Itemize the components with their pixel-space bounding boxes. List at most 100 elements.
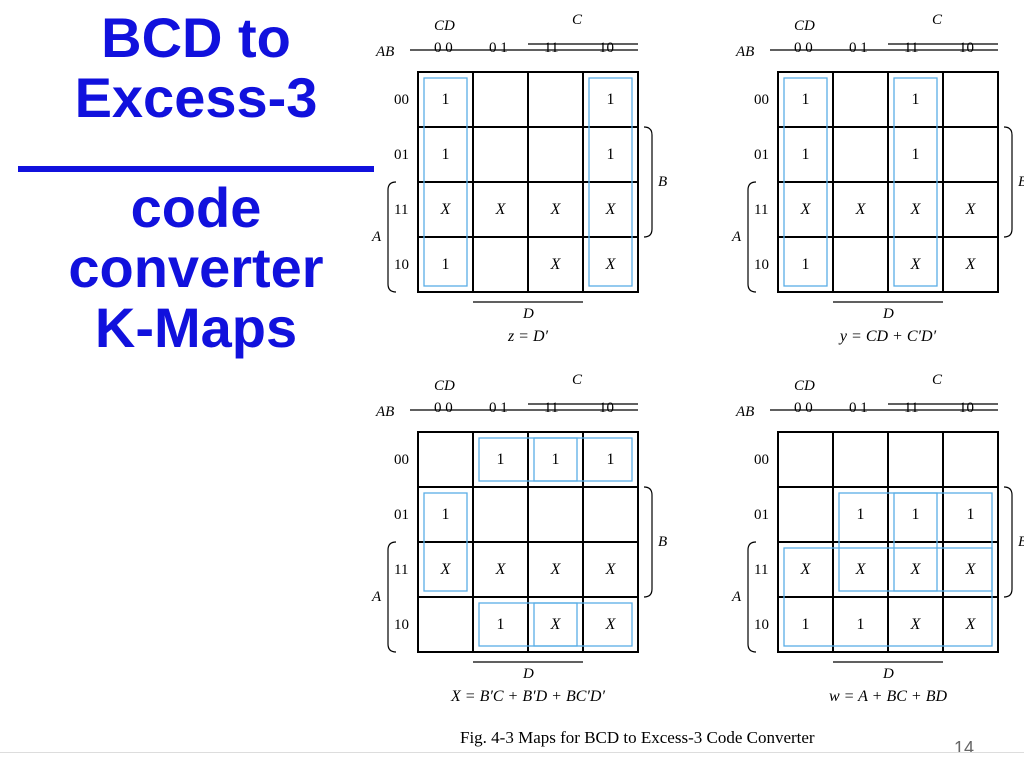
- b-bracket: [643, 486, 653, 598]
- d-label: D: [523, 666, 534, 682]
- row-code-label: 00: [754, 92, 769, 108]
- kmap-equation: z = D′: [507, 328, 549, 345]
- title-line: BCD to: [101, 6, 291, 69]
- title-line: Excess-3: [74, 66, 318, 129]
- kmap-cell: 1: [551, 450, 560, 468]
- row-code-label: 01: [394, 147, 409, 163]
- row-code-label: 11: [754, 562, 769, 578]
- ab-label: AB: [376, 404, 395, 420]
- column-code-label: 10: [959, 400, 974, 416]
- figure-caption: Fig. 4-3 Maps for BCD to Excess-3 Code C…: [460, 728, 815, 747]
- column-code-label: 0 1: [489, 40, 508, 56]
- b-label: B: [1018, 534, 1024, 550]
- b-bracket: [1003, 486, 1013, 598]
- kmap-cell: [583, 487, 638, 542]
- kmap-cell: X: [605, 615, 616, 633]
- kmap-cell: X: [910, 560, 921, 578]
- kmap-cell: X: [855, 560, 866, 578]
- kmap-cell: X: [550, 200, 561, 218]
- kmap-cell: X: [965, 615, 976, 633]
- row-code-label: 10: [754, 617, 769, 633]
- column-code-label: 0 1: [849, 40, 868, 56]
- title-underline: [18, 166, 374, 172]
- b-bracket: [643, 126, 653, 238]
- column-code-label: 11: [904, 400, 919, 416]
- kmap-cell: X: [910, 200, 921, 218]
- slide-title-continued: code converter K-Maps: [16, 178, 376, 358]
- kmap-cell: [473, 127, 528, 182]
- d-label: D: [523, 306, 534, 322]
- kmap-cell: X: [800, 200, 811, 218]
- kmap-cell: [473, 487, 528, 542]
- title-line: K-Maps: [94, 296, 298, 359]
- slide-title: BCD to Excess-3: [16, 8, 376, 128]
- kmap-cell: 1: [856, 505, 865, 523]
- row-code-label: 01: [754, 507, 769, 523]
- kmap-grid-z: [387, 43, 653, 303]
- column-code-label: 11: [544, 400, 559, 416]
- kmap-cell: [528, 487, 583, 542]
- a-bracket: [387, 541, 397, 653]
- kmap-cell: [833, 127, 888, 182]
- a-label: A: [732, 589, 742, 605]
- row-code-label: 00: [394, 452, 409, 468]
- kmap-cell: 1: [801, 255, 810, 273]
- prime-implicant-group: [478, 602, 578, 647]
- row-code-label: 10: [394, 617, 409, 633]
- kmap-cell: X: [910, 615, 921, 633]
- kmap-cell: 1: [606, 450, 615, 468]
- kmap-cell: X: [550, 560, 561, 578]
- kmap-cell: [888, 432, 943, 487]
- column-code-label: 0 0: [434, 40, 453, 56]
- kmap-cell: X: [550, 615, 561, 633]
- kmap-grid-y: [747, 43, 1013, 303]
- b-bracket: [1003, 126, 1013, 238]
- cd-label: CD: [434, 18, 455, 34]
- kmap-cell: [528, 127, 583, 182]
- kmap-cell: 1: [856, 615, 865, 633]
- kmap-cell: [778, 487, 833, 542]
- column-code-label: 0 0: [434, 400, 453, 416]
- prime-implicant-group: [533, 602, 633, 647]
- cd-label: CD: [794, 18, 815, 34]
- kmap-cell: X: [440, 560, 451, 578]
- a-bracket: [747, 541, 757, 653]
- kmap-cell: [943, 72, 998, 127]
- a-label: A: [372, 589, 382, 605]
- column-code-label: 10: [959, 40, 974, 56]
- row-code-label: 01: [394, 507, 409, 523]
- column-code-label: 0 1: [489, 400, 508, 416]
- row-code-label: 11: [394, 562, 409, 578]
- kmap-cell: X: [605, 255, 616, 273]
- column-code-label: 11: [904, 40, 919, 56]
- column-code-label: 0 0: [794, 40, 813, 56]
- ab-label: AB: [736, 44, 755, 60]
- ab-label: AB: [376, 44, 395, 60]
- kmap-cell: 1: [441, 505, 450, 523]
- kmap-cell: X: [495, 200, 506, 218]
- kmap-cell: X: [550, 255, 561, 273]
- prime-implicant-group: [838, 492, 938, 592]
- kmap-cell: X: [965, 560, 976, 578]
- footer-divider: [0, 752, 1024, 753]
- kmap-cell: 1: [911, 90, 920, 108]
- row-code-label: 11: [754, 202, 769, 218]
- b-label: B: [658, 534, 668, 550]
- a-bracket: [387, 181, 397, 293]
- kmap-equation: y = CD + C′D′: [839, 328, 937, 345]
- kmap-grid-w: [747, 403, 1013, 663]
- kmap-cell: X: [965, 255, 976, 273]
- c-label: C: [572, 12, 583, 28]
- column-code-label: 0 1: [849, 400, 868, 416]
- page-number: 14: [954, 738, 975, 752]
- kmap-cell: 1: [606, 145, 615, 163]
- row-code-label: 10: [394, 257, 409, 273]
- row-code-label: 00: [754, 452, 769, 468]
- row-code-label: 00: [394, 92, 409, 108]
- kmap-cell: 1: [966, 505, 975, 523]
- kmap-cell: [833, 432, 888, 487]
- d-label: D: [883, 306, 894, 322]
- column-code-label: 11: [544, 40, 559, 56]
